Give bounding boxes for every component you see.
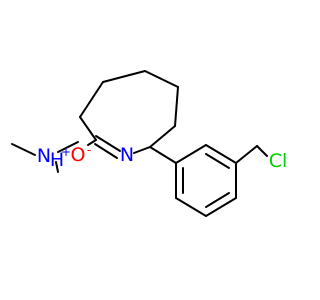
benzene-bond-5 (175, 197, 207, 217)
ring-bond-c5-c6 (149, 125, 176, 148)
n-h-stub-bond (55, 161, 59, 173)
bond-c7-o (87, 139, 97, 146)
oxygen-label: O (71, 144, 86, 166)
benzene-inner-bond-2 (205, 192, 230, 208)
benzene-bond-2 (205, 144, 237, 164)
bond-ring-to-aryl (149, 146, 177, 164)
benzene-inner-bond-1 (205, 153, 230, 169)
amine-hydrogen-label: H (50, 149, 64, 171)
amine-positive-charge: + (61, 145, 71, 159)
ring-bond-c2-c3 (102, 70, 146, 83)
ring-bond-c4-c5 (174, 86, 179, 127)
ring-bond-c7-c1 (79, 116, 97, 141)
ring-nitrogen-label: N (120, 144, 134, 166)
ring-bond-c1-c2 (79, 81, 104, 118)
ring-bond-n-c7-b (94, 143, 118, 159)
benzene-bond-4 (205, 197, 237, 217)
methyl-left-bond (11, 143, 36, 156)
methyl-right-bond (57, 141, 79, 153)
oxygen-negative-charge: - (87, 143, 91, 157)
bond-aryl-ch2 (235, 145, 258, 164)
bond-ch2-cl (256, 145, 268, 157)
benzene-bond-1 (175, 144, 207, 164)
ring-bond-n-c7-a (95, 135, 121, 152)
ring-bond-c6-n (133, 146, 151, 154)
amine-nitrogen-label: N (37, 145, 51, 167)
ring-bond-c3-c4 (144, 70, 179, 88)
chlorine-label: Cl (269, 150, 288, 172)
molecule-structure: N H + N O - Cl (11, 70, 288, 217)
